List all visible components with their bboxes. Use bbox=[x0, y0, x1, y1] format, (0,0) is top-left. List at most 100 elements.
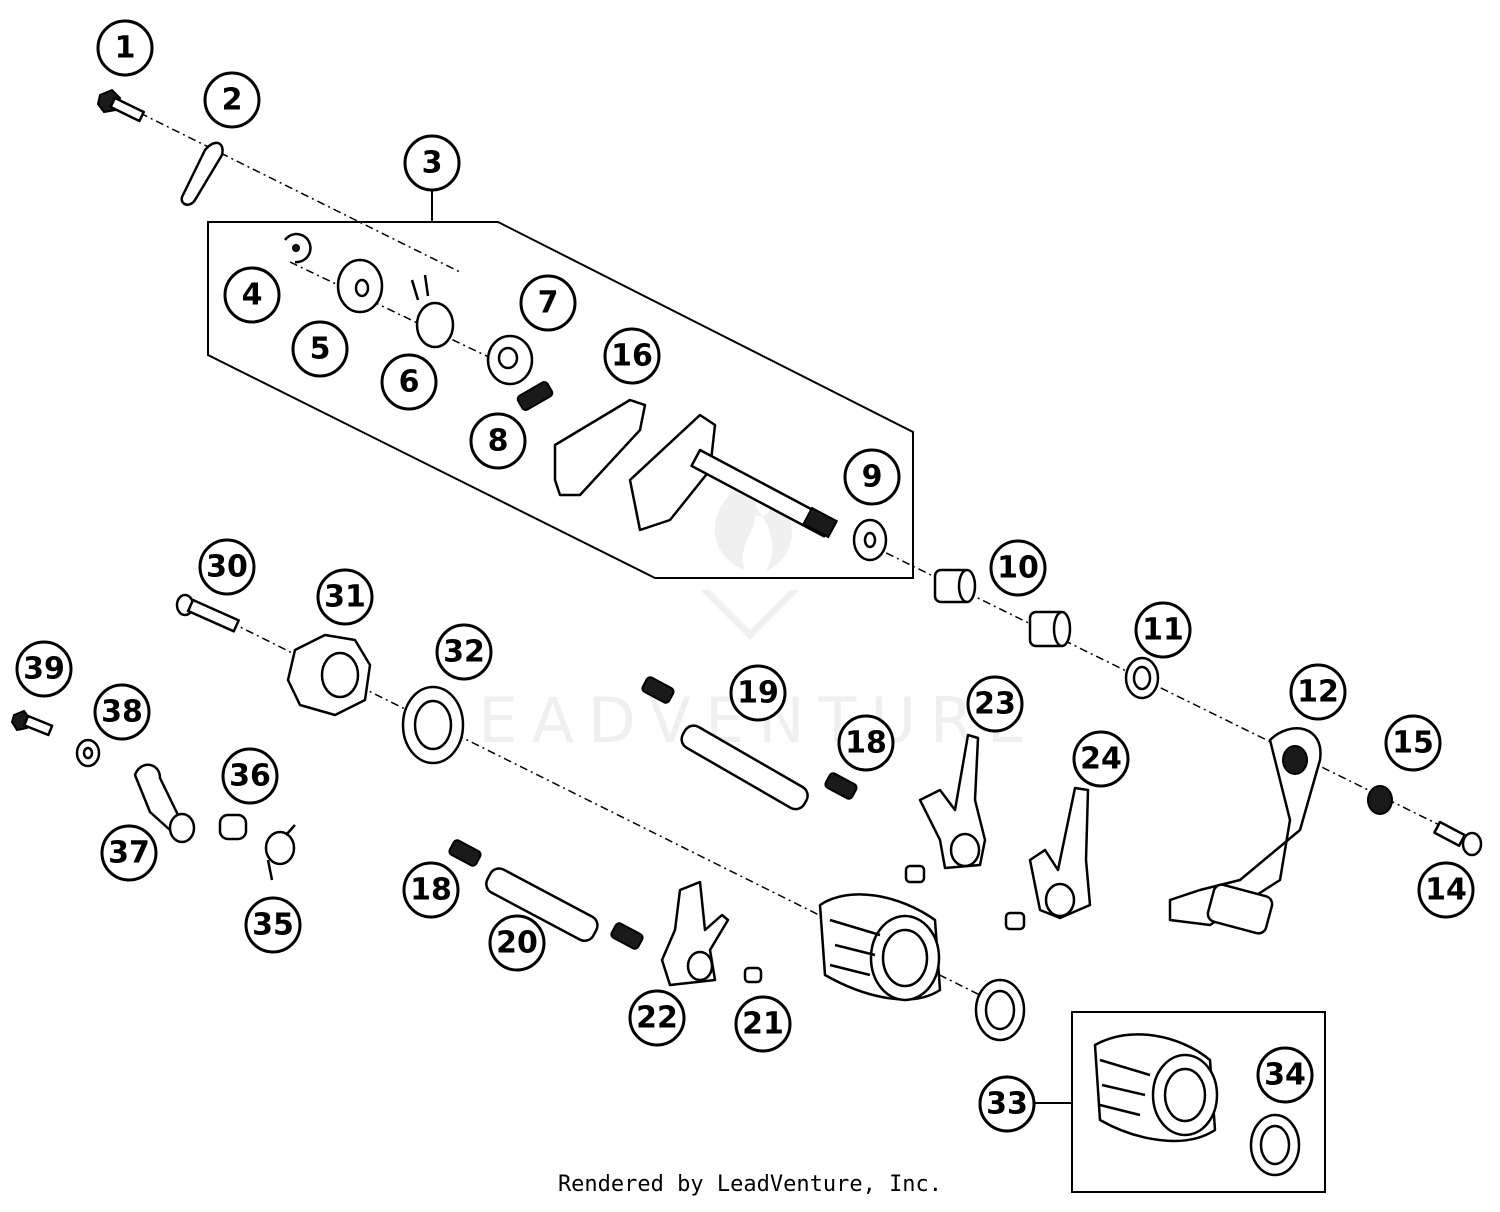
callout-19[interactable]: 19 bbox=[729, 664, 787, 722]
callout-1[interactable]: 1 bbox=[96, 19, 154, 77]
callout-38[interactable]: 38 bbox=[93, 683, 151, 741]
callout-21[interactable]: 21 bbox=[734, 995, 792, 1053]
part-guide-7 bbox=[486, 334, 534, 386]
svg-text:5: 5 bbox=[310, 332, 331, 367]
callout-9[interactable]: 9 bbox=[843, 448, 901, 506]
part-pin-23 bbox=[904, 864, 926, 884]
svg-text:12: 12 bbox=[1297, 675, 1339, 710]
part-rod-20 bbox=[485, 867, 599, 943]
svg-text:19: 19 bbox=[737, 676, 779, 711]
callout-30[interactable]: 30 bbox=[198, 538, 256, 596]
svg-text:35: 35 bbox=[252, 908, 294, 943]
callout-37[interactable]: 37 bbox=[100, 824, 158, 882]
callout-18a[interactable]: 18 bbox=[837, 714, 895, 772]
part-bolt-14 bbox=[1433, 820, 1483, 857]
callout-15[interactable]: 15 bbox=[1384, 714, 1442, 772]
part-seal-11 bbox=[1124, 656, 1160, 700]
callout-35[interactable]: 35 bbox=[244, 896, 302, 954]
callout-34[interactable]: 34 bbox=[1256, 1046, 1314, 1104]
callout-7[interactable]: 7 bbox=[519, 274, 577, 332]
callout-3[interactable]: 3 bbox=[403, 134, 461, 192]
svg-text:36: 36 bbox=[229, 759, 271, 794]
part-drum-33 bbox=[1093, 1033, 1219, 1143]
render-credit: Rendered by LeadVenture, Inc. bbox=[557, 1172, 943, 1197]
kit-box-33 bbox=[1035, 1011, 1326, 1193]
part-lever-37 bbox=[133, 763, 196, 844]
watermark-logo: LEADVENTURE bbox=[430, 488, 1026, 757]
part-circlip-4 bbox=[283, 232, 312, 264]
svg-text:8: 8 bbox=[488, 424, 509, 459]
callout-24[interactable]: 24 bbox=[1072, 730, 1130, 788]
part-roller-36 bbox=[218, 813, 248, 841]
callout-8[interactable]: 8 bbox=[469, 412, 527, 470]
part-spring-6 bbox=[410, 274, 455, 349]
svg-text:23: 23 bbox=[974, 687, 1016, 722]
part-washer-5 bbox=[336, 258, 384, 314]
callout-33[interactable]: 33 bbox=[978, 1075, 1036, 1133]
svg-text:22: 22 bbox=[636, 1001, 678, 1036]
svg-text:14: 14 bbox=[1425, 873, 1467, 908]
callout-22[interactable]: 22 bbox=[628, 989, 686, 1047]
callout-12[interactable]: 12 bbox=[1289, 663, 1347, 721]
part-bearing-drum-right bbox=[974, 978, 1026, 1042]
part-bolt-1 bbox=[96, 88, 146, 123]
callout-5[interactable]: 5 bbox=[291, 320, 349, 378]
svg-text:32: 32 bbox=[443, 635, 485, 670]
callout-11[interactable]: 11 bbox=[1134, 601, 1192, 659]
part-bearing-34 bbox=[1249, 1113, 1301, 1177]
svg-text:6: 6 bbox=[399, 365, 420, 400]
callout-23[interactable]: 23 bbox=[966, 675, 1024, 733]
svg-text:9: 9 bbox=[862, 460, 883, 495]
svg-text:1: 1 bbox=[115, 31, 136, 66]
part-spring-18c bbox=[448, 839, 482, 867]
svg-text:31: 31 bbox=[324, 580, 366, 615]
part-shift-drum bbox=[818, 893, 942, 1002]
svg-text:7: 7 bbox=[538, 286, 559, 321]
part-bushing-10b bbox=[1028, 610, 1072, 648]
part-star-31 bbox=[286, 633, 372, 717]
svg-text:33: 33 bbox=[986, 1087, 1028, 1122]
svg-text:10: 10 bbox=[997, 551, 1039, 586]
callout-2[interactable]: 2 bbox=[203, 71, 261, 129]
callout-32[interactable]: 32 bbox=[435, 623, 493, 681]
svg-text:4: 4 bbox=[242, 278, 263, 313]
callout-4[interactable]: 4 bbox=[223, 266, 281, 324]
svg-text:37: 37 bbox=[108, 836, 150, 871]
part-lever-2 bbox=[180, 141, 224, 206]
callout-39[interactable]: 39 bbox=[15, 640, 73, 698]
part-washer-9 bbox=[852, 518, 888, 562]
part-rod-19 bbox=[680, 724, 809, 811]
callout-31[interactable]: 31 bbox=[316, 568, 374, 626]
callout-6[interactable]: 6 bbox=[380, 353, 438, 411]
part-fork-23 bbox=[918, 733, 987, 870]
svg-text:30: 30 bbox=[206, 550, 248, 585]
part-fork-22 bbox=[660, 880, 730, 987]
part-spring-35 bbox=[264, 824, 296, 881]
svg-text:38: 38 bbox=[101, 695, 143, 730]
assembly-bracket-3 bbox=[207, 190, 914, 579]
part-washer-38 bbox=[75, 738, 101, 768]
part-bushing-10a bbox=[933, 568, 977, 604]
svg-text:15: 15 bbox=[1392, 726, 1434, 761]
svg-text:18: 18 bbox=[410, 873, 452, 908]
svg-text:11: 11 bbox=[1142, 613, 1184, 648]
callout-18b[interactable]: 18 bbox=[402, 861, 460, 919]
part-bearing-32 bbox=[401, 685, 465, 765]
callout-36[interactable]: 36 bbox=[221, 747, 279, 805]
part-shift-shaft-16 bbox=[553, 398, 839, 539]
part-bolt-30 bbox=[175, 593, 240, 633]
part-spring-8 bbox=[516, 381, 554, 411]
svg-text:3: 3 bbox=[422, 146, 443, 181]
part-washer-15 bbox=[1367, 785, 1393, 815]
part-fork-24 bbox=[1028, 786, 1092, 920]
callout-10[interactable]: 10 bbox=[989, 539, 1047, 597]
svg-text:18: 18 bbox=[845, 726, 887, 761]
callout-14[interactable]: 14 bbox=[1417, 861, 1475, 919]
callout-16[interactable]: 16 bbox=[603, 327, 661, 385]
svg-text:39: 39 bbox=[23, 652, 65, 687]
part-spring-18a bbox=[641, 676, 675, 704]
part-pin-24 bbox=[1004, 911, 1026, 931]
svg-text:2: 2 bbox=[222, 83, 243, 118]
callout-20[interactable]: 20 bbox=[488, 914, 546, 972]
